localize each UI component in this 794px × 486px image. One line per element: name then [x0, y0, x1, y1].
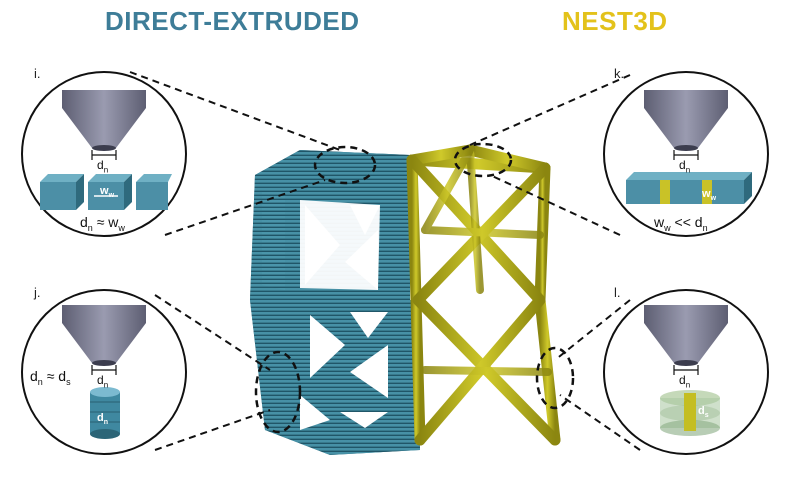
panel-l-label: l.: [614, 285, 621, 300]
panel-i-label: i.: [34, 66, 41, 81]
panel-j-strand: [90, 387, 120, 439]
panel-i-filaments: [40, 174, 172, 210]
panel-j-label: j.: [34, 285, 41, 300]
panel-i-dn: dn: [97, 158, 109, 175]
direct-extruded-lattice: [250, 150, 420, 455]
nest3d-lattice: [406, 144, 561, 446]
title-direct-extruded: DIRECT-EXTRUDED: [105, 6, 360, 36]
panel-i-ww: ww: [100, 185, 115, 200]
panel-k-dn: dn: [679, 158, 691, 175]
panel-j-strand-label: dn: [97, 412, 109, 427]
title-nest3d: NEST3D: [562, 6, 668, 36]
panel-k-ww: ww: [702, 188, 717, 203]
panel-k-filament: [626, 172, 752, 204]
highlight-ellipses: [254, 142, 575, 434]
panel-i-relation: dn ≈ ww: [80, 214, 125, 233]
panel-l-strand: [660, 390, 720, 436]
panel-j-relation: dn ≈ ds: [30, 368, 71, 387]
connector-lines: [129, 71, 641, 451]
dimension-arrows: [91, 150, 699, 375]
nozzle-icons: [62, 90, 728, 366]
panel-k-relation: ww << dn: [654, 214, 708, 233]
panel-j-dn: dn: [97, 373, 109, 390]
panel-l-strand-label: ds: [698, 405, 709, 420]
panel-l-dn: dn: [679, 373, 691, 390]
panel-k-label: k.: [614, 66, 625, 81]
